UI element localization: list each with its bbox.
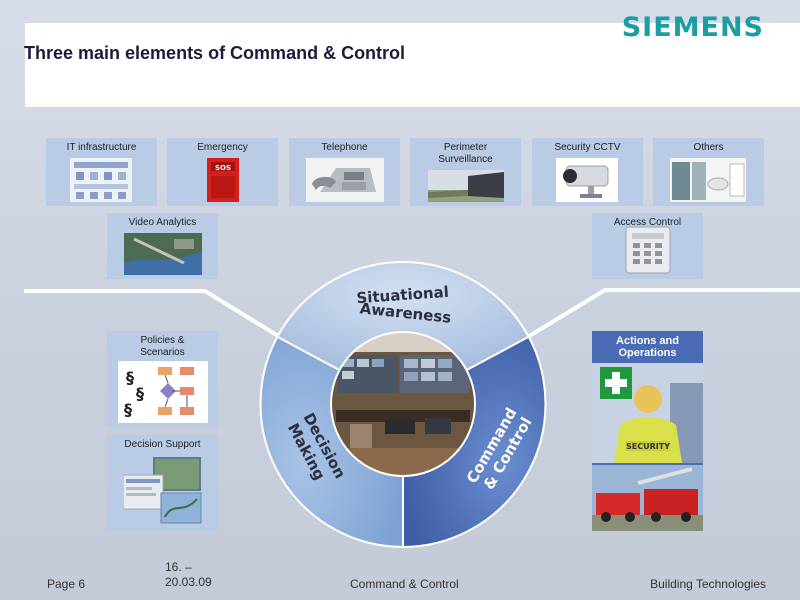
siemens-logo: SIEMENS (621, 12, 764, 43)
telephone-icon (306, 158, 384, 202)
devices-photo-icon (670, 158, 746, 202)
slide-title: Three main elements of Command & Control (24, 43, 406, 63)
svg-text:§: § (124, 400, 132, 419)
flowchart-icon: § § § (118, 361, 208, 423)
fence-photo-icon (428, 170, 504, 202)
tile-label: Decision Support (124, 439, 201, 450)
tile-access-control: Access Control (592, 213, 703, 279)
tile-label: Policies & Scenarios (140, 335, 185, 358)
tile-label: Telephone (321, 142, 368, 153)
tile-actions-operations: Actions and Operations SECURITY (592, 331, 703, 531)
tile-security-cctv: Security CCTV (532, 138, 643, 206)
footer-date: 16. – 20.03.09 (165, 560, 212, 589)
svg-text:§: § (126, 368, 134, 387)
first-aid-icon (600, 367, 632, 399)
tile-label: Emergency (197, 142, 248, 153)
fire-trucks-photo (592, 465, 703, 531)
svg-text:§: § (136, 384, 144, 403)
footer-page-number: Page 6 (47, 577, 86, 591)
control-room-photo (331, 332, 475, 476)
tile-decision-support: Decision Support (107, 435, 218, 531)
tile-perimeter-surveillance: Perimeter Surveillance (410, 138, 521, 206)
tile-it-infrastructure: IT infrastructure (46, 138, 157, 206)
tile-label: Others (693, 142, 724, 153)
tile-label: Actions and Operations (616, 335, 679, 359)
tile-video-analytics: Video Analytics (107, 213, 218, 279)
vest-text: SECURITY (626, 442, 670, 451)
tile-others: Others (653, 138, 764, 206)
header-panel (25, 23, 800, 107)
keypad-icon (625, 226, 671, 274)
tile-label: IT infrastructure (66, 142, 137, 153)
tile-label: Security CCTV (554, 142, 621, 153)
tile-label: Perimeter Surveillance (438, 142, 493, 165)
software-screens-icon (123, 457, 202, 524)
tile-policies-scenarios: Policies & Scenarios § § § (107, 331, 218, 427)
footer-division: Building Technologies (650, 577, 766, 591)
sos-text: SOS (215, 164, 231, 172)
tile-emergency: Emergency SOS (167, 138, 278, 206)
sos-phone-icon: SOS (207, 158, 239, 202)
cctv-camera-icon (556, 158, 618, 202)
tile-telephone: Telephone (289, 138, 400, 206)
network-diagram-icon (70, 158, 132, 202)
footer-topic: Command & Control (350, 577, 459, 591)
security-guard-photo: SECURITY (592, 363, 703, 463)
tile-label: Access Control (613, 217, 682, 228)
aerial-map-icon (124, 233, 202, 275)
tile-label: Video Analytics (128, 217, 197, 228)
